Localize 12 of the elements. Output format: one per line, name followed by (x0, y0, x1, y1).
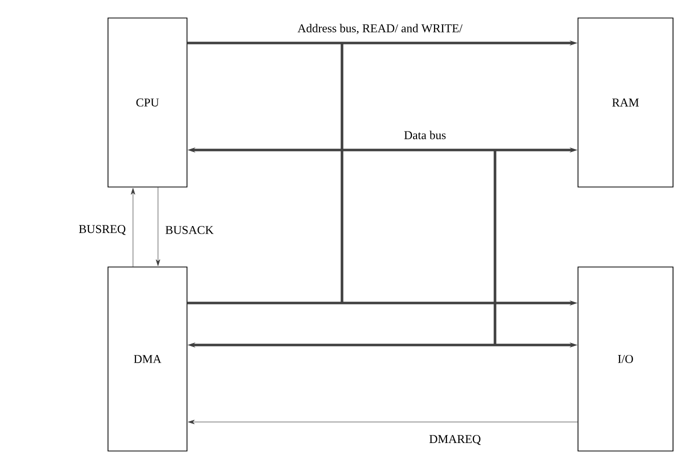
edge-label: Data bus (402, 130, 448, 140)
signal-arrow (188, 420, 578, 424)
component-box: DMA (108, 266, 188, 452)
signal-arrow (130, 188, 136, 267)
edge-label: Address bus, READ/ and WRITE/ (296, 22, 464, 36)
component-box: RAM (578, 18, 674, 188)
edge-label: BUSACK (164, 224, 215, 235)
edge-label: BUSREQ (78, 224, 127, 236)
component-box: CPU (108, 18, 188, 188)
component-box: I/O (578, 266, 674, 452)
signal-arrow (156, 187, 160, 266)
edge-label: DMAREQ (428, 434, 482, 446)
